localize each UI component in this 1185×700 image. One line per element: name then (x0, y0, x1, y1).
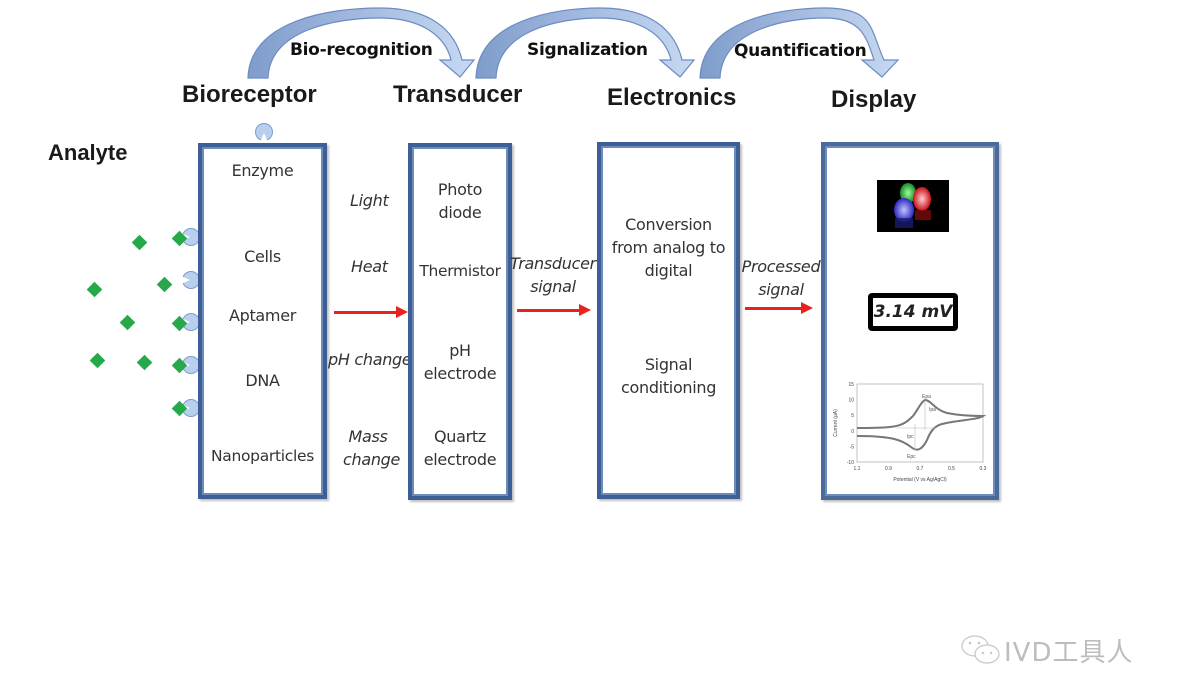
arrow-to-transducer (334, 306, 408, 318)
electronics-item-conversion: Conversion from analog to digital (611, 215, 726, 280)
analyte-diamond (86, 281, 103, 298)
transducer-item-photodiode: Photo diode (437, 180, 483, 222)
cv-ytick-label: 15 (848, 382, 854, 388)
transducer-item-quartz-electrode: Quartz electrode (423, 427, 497, 469)
bioreceptor-item-nanoparticles: Nanoparticles (210, 447, 315, 465)
cv-ytick-label: 5 (851, 413, 854, 419)
arrow-to-display (745, 302, 813, 314)
cv-xtick-label: 0.5 (948, 466, 955, 472)
transducer-item-ph-electrode: pH electrode (423, 341, 497, 383)
arc-label-signalization: Signalization (527, 40, 648, 60)
cv-xlabel: Potential (V vs Ag/AgCl) (893, 477, 947, 483)
cv-annotation-epa: Epa (922, 394, 931, 400)
stimulus-light: Light (350, 191, 389, 210)
stimulus-heat: Heat (351, 257, 388, 276)
bioreceptor-item-dna: DNA (245, 371, 280, 390)
arc-bio-recognition (247, 7, 476, 79)
electronics-box: Conversion from analog to digital Signal… (597, 142, 740, 499)
analyte-diamond (156, 276, 173, 293)
stage-title-transducer: Transducer (393, 81, 523, 108)
cv-curve (856, 398, 987, 451)
stimulus-mass-change: Mass change (343, 427, 401, 469)
receptor-icon (181, 271, 200, 289)
cv-plot-frame (856, 383, 984, 463)
cv-ytick-label: 10 (848, 398, 854, 404)
cv-annotation-ipa: Ipa (929, 407, 936, 413)
processed-signal-label: Processed signal (741, 257, 821, 299)
analyte-diamond (89, 352, 106, 369)
stage-title-display: Display (831, 86, 917, 113)
rgb-led-image (877, 180, 949, 232)
arrow-to-electronics (517, 304, 591, 316)
wechat-icon (961, 635, 1000, 664)
analyte-label: Analyte (48, 140, 128, 165)
cv-xtick-label: 1.1 (854, 466, 861, 472)
analyte-diamond (119, 314, 136, 331)
cv-xtick-label: 0.9 (885, 466, 892, 472)
cv-ylabel: Current (µA) (833, 409, 839, 437)
bioreceptor-item-aptamer: Aptamer (228, 306, 297, 325)
bioreceptor-box: Enzyme Cells Aptamer DNA Nanoparticles (198, 143, 327, 499)
cv-ytick-label: -5 (850, 444, 855, 450)
readout-display: 3.14 mV (868, 293, 958, 331)
arc-quantification (699, 7, 900, 79)
cv-annotation-epc: Epc (907, 454, 916, 460)
arc-label-bio-recognition: Bio-recognition (290, 40, 433, 60)
cv-xtick-label: 0.7 (917, 466, 924, 472)
arc-signalization (475, 7, 696, 79)
stage-title-electronics: Electronics (607, 84, 737, 111)
bioreceptor-item-enzyme: Enzyme (231, 161, 294, 180)
bioreceptor-item-cells: Cells (244, 247, 281, 266)
transducer-box: Photo diode Thermistor pH electrode Quar… (408, 143, 512, 500)
cv-annotation-ipc: Ipc (907, 434, 914, 440)
analyte-diamond (131, 234, 148, 251)
stage-title-bioreceptor: Bioreceptor (182, 81, 317, 108)
cv-ytick-label: -10 (847, 460, 854, 466)
process-arcs (247, 7, 900, 79)
transducer-signal-label: Transducer signal (510, 254, 596, 296)
arc-label-quantification: Quantification (734, 41, 867, 61)
cv-xtick-label: 0.3 (980, 466, 987, 472)
receptor-icon (255, 123, 273, 141)
cv-ytick-label: 0 (851, 429, 854, 435)
analyte-diamond (136, 354, 153, 371)
transducer-item-thermistor: Thermistor (419, 262, 501, 280)
led-icon (894, 183, 931, 228)
watermark-text: IVD工具人 (1004, 638, 1134, 668)
electronics-item-signal-conditioning: Signal conditioning (621, 355, 717, 397)
stimulus-ph-change: pH change (328, 350, 412, 369)
